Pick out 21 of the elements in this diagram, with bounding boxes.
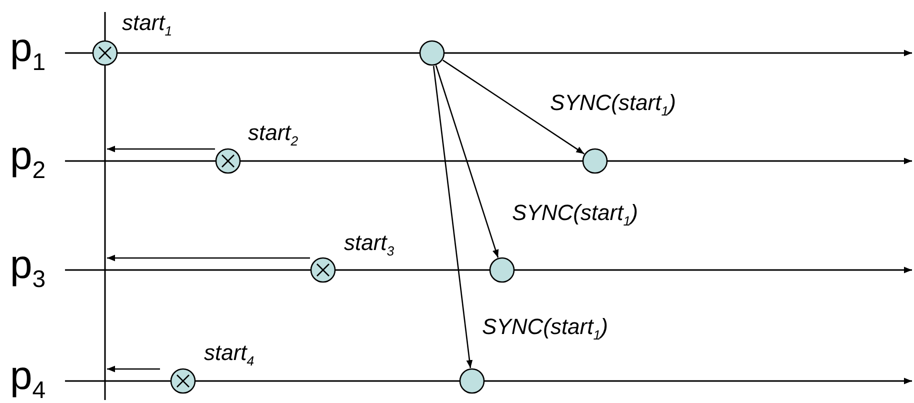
sync-event-circle (582, 148, 608, 174)
start-event-circle (215, 148, 241, 174)
arrow (435, 65, 499, 258)
process-label: p$_{2}$ (10, 136, 46, 183)
edge-label: SYNC(start$_{1}$) (510, 202, 640, 228)
sync-event-circle (459, 368, 485, 394)
start-event-circle (92, 40, 118, 66)
sync-event-circle (419, 40, 445, 66)
process-label: p$_{1}$ (10, 28, 46, 75)
start-event-circle (170, 368, 196, 394)
arrow (442, 60, 585, 154)
arrow (432, 66, 473, 368)
arrow (107, 366, 160, 372)
sync-event-circle (489, 257, 515, 283)
edge-label: SYNC(start$_{1}$) (480, 316, 610, 342)
arrow (107, 146, 215, 152)
arrow (107, 254, 310, 262)
start-event-circle (310, 257, 336, 283)
edge-label: SYNC(start$_{1}$) (548, 92, 678, 118)
process-label: p$_{4}$ (10, 356, 46, 403)
process-label: p$_{3}$ (10, 245, 46, 292)
